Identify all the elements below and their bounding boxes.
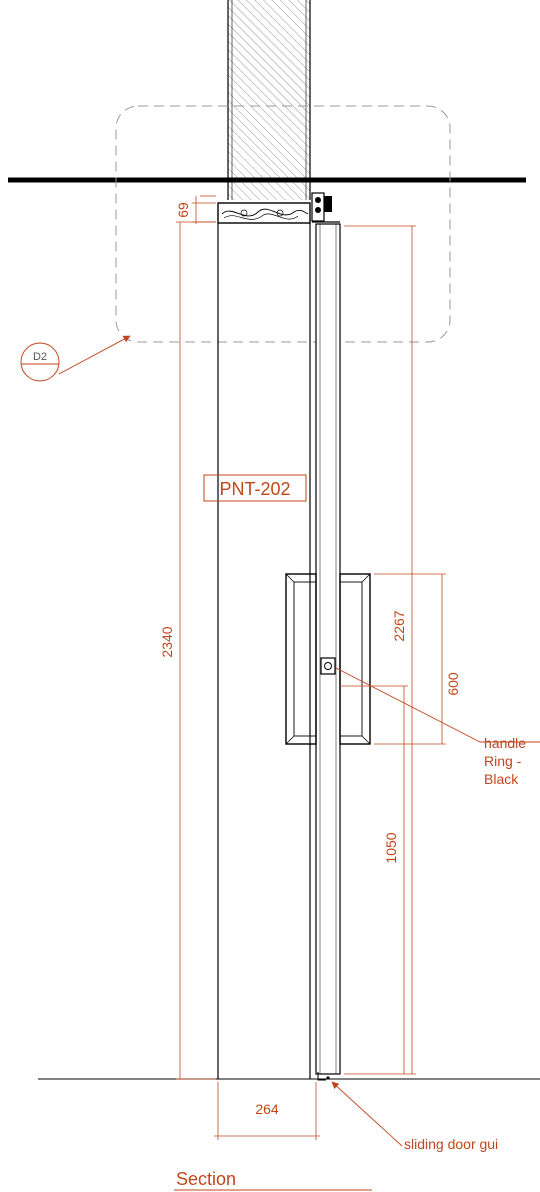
dim-handle-length-label: 600	[445, 672, 461, 696]
guide-leader	[331, 1081, 403, 1147]
door-leaf	[315, 223, 341, 1081]
dim-door-height-label: 2267	[391, 610, 407, 641]
dim-header-height-label: 69	[175, 202, 191, 218]
finish-tag: PNT-202	[219, 479, 290, 499]
guide-note: sliding door gui	[404, 1136, 498, 1152]
dim-door-height	[344, 225, 416, 1075]
detail-callout-label: D2	[33, 351, 47, 363]
dim-handle-height-label: 1050	[383, 832, 399, 863]
dim-header-height	[192, 195, 216, 224]
dim-wall-width	[214, 1082, 320, 1140]
handle-note-line1: handle	[484, 735, 526, 751]
detail-callout-bubble	[20, 335, 131, 382]
handle-note-line3: Black	[484, 771, 519, 787]
pull-handle	[285, 573, 371, 745]
handle-note-line2: Ring -	[484, 753, 522, 769]
detail-outline	[115, 105, 451, 343]
dim-wall-width-label: 264	[255, 1101, 279, 1117]
timber-header	[217, 202, 311, 224]
wall-above	[227, 0, 311, 200]
dim-overall-height-label: 2340	[159, 626, 175, 657]
dim-overall-height	[176, 221, 216, 1080]
finish-tag-box	[203, 474, 307, 502]
dim-handle-height	[340, 685, 408, 1074]
sliding-track	[311, 192, 340, 223]
handle-leader	[335, 667, 540, 743]
wall-below	[217, 223, 311, 1079]
dim-handle-length	[374, 573, 446, 745]
section-title: Section	[176, 1169, 236, 1189]
